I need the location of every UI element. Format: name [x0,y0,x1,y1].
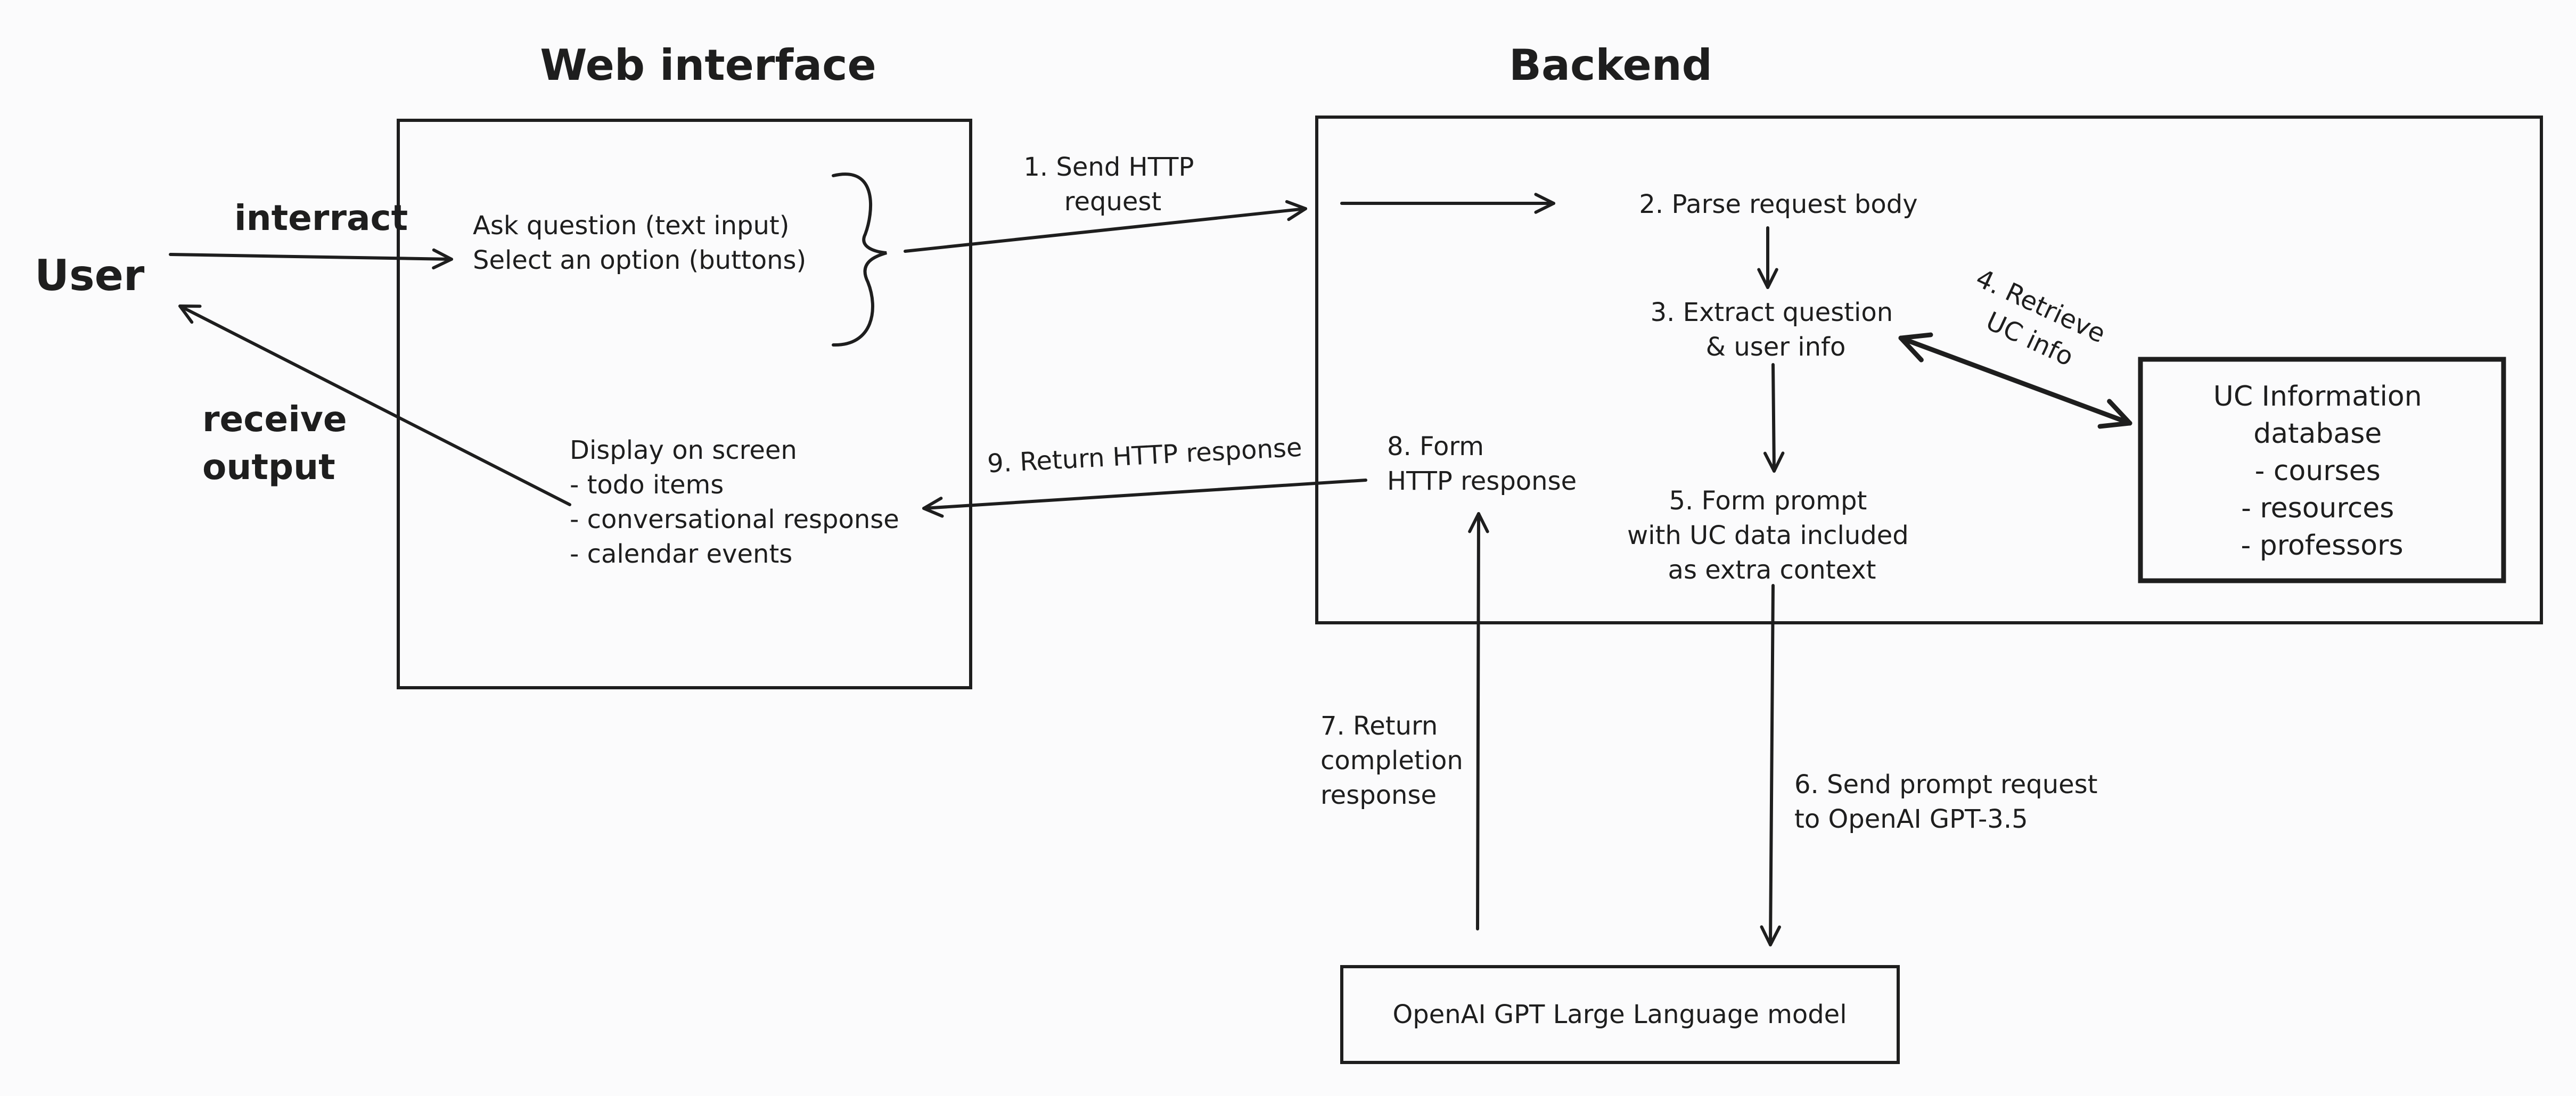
step-5-label: 5. Form prompt with UC data included as … [1627,486,1917,585]
step-2-label: 2. Parse request body [1639,189,1917,219]
uc-database-box [2138,357,2506,583]
prompt-to-llm-arrow [1760,584,1781,946]
user-to-web-arrow [169,248,453,270]
step-9-label: 9. Return HTTP response [987,433,1303,479]
retrieve-uc-arrow [1898,332,2132,429]
llm-label: OpenAI GPT Large Language model [1392,1000,1847,1029]
step-8-label: 8. Form HTTP response [1387,432,1577,496]
step-3-label: 3. Extract question & user info [1651,298,1901,362]
llm-to-form-response-arrow [1468,512,1489,930]
step-6-label: 6. Send prompt request to OpenAI GPT-3.5 [1794,770,2106,834]
web-to-user-arrow [178,304,571,506]
uc-database-label: UC Information database - courses - reso… [2213,381,2431,562]
web-display-list: Display on screen - todo items - convers… [570,435,907,569]
interact-label: interract [234,197,408,238]
step-1-label: 1. Send HTTP request [1023,152,1202,217]
step-7-label: 7. Return completion response [1320,711,1471,810]
user-label: User [35,251,145,300]
receive-output-label: receive output [202,399,359,488]
send-http-arrow [904,200,1307,253]
web-input-options: Ask question (text input) Select an opti… [473,211,806,275]
return-http-arrow [922,479,1367,518]
input-brace [832,172,887,347]
web-interface-title: Web interface [540,40,876,90]
llm-box [1340,965,1900,1064]
web-interface-box [397,119,972,689]
backend-box [1315,116,2543,624]
extract-to-prompt-arrow [1763,363,1785,473]
backend-title: Backend [1509,40,1712,90]
